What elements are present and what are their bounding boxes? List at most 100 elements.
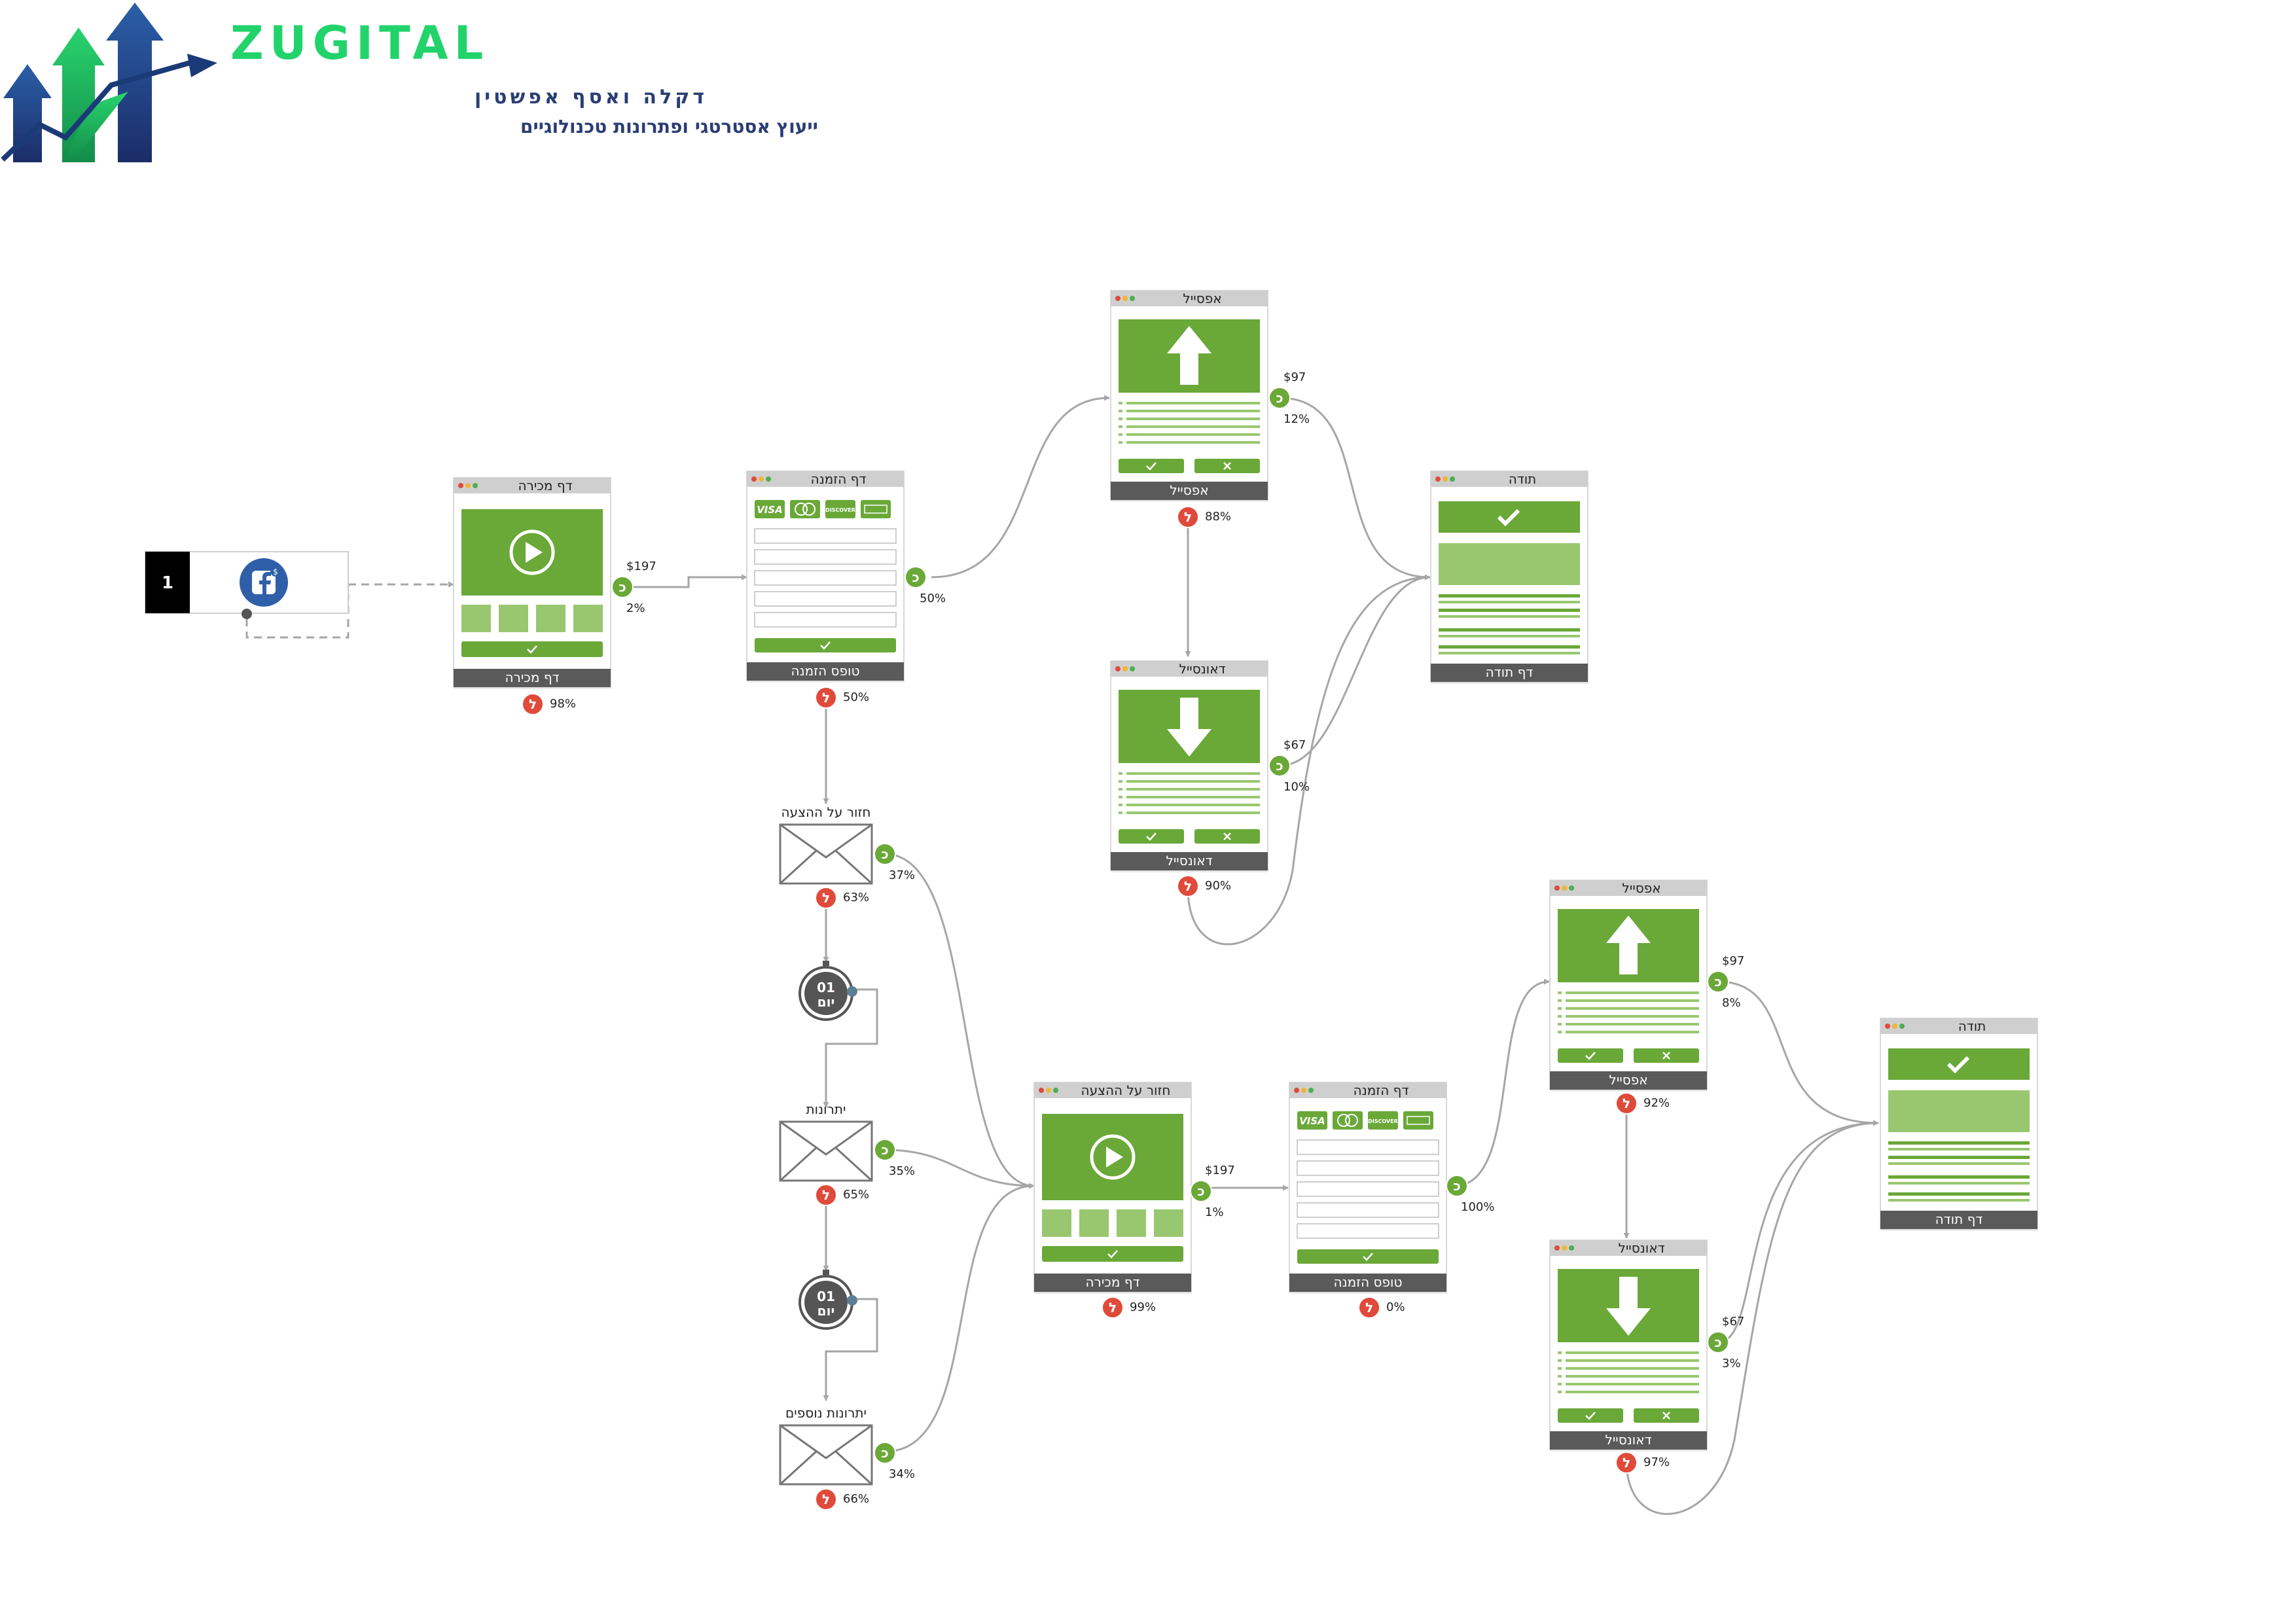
- yes-badge-icon[interactable]: [1268, 387, 1291, 409]
- yes-stat[interactable]: כ$978%: [1707, 954, 1744, 1010]
- yes-stat[interactable]: כ34%: [874, 1442, 915, 1481]
- no-badge-icon[interactable]: [1615, 1452, 1638, 1474]
- yes-badge-icon[interactable]: [611, 576, 634, 598]
- window-zoom-dot-icon: [1130, 296, 1135, 301]
- page-label: דאונסייל: [1166, 853, 1212, 868]
- connection-port-icon[interactable]: [847, 986, 857, 997]
- no-badge-icon[interactable]: [1177, 875, 1199, 897]
- email-node-email3[interactable]: יתרונות נוספים: [779, 1405, 873, 1486]
- window-zoom-dot-icon: [1130, 666, 1135, 671]
- yes-stat[interactable]: כ50%: [905, 566, 946, 605]
- page-title: דף הזמנה: [1354, 1082, 1409, 1098]
- yes-badge-icon[interactable]: [1268, 755, 1291, 777]
- page-title-bar: [1431, 471, 1588, 487]
- connection-port-icon[interactable]: [242, 609, 252, 619]
- page-title-bar: [1111, 291, 1268, 306]
- mastercard-icon: [790, 500, 820, 518]
- form-field: [1297, 1202, 1439, 1218]
- yes-stat[interactable]: כ$673%: [1707, 1315, 1744, 1370]
- yes-stat[interactable]: כ37%: [874, 843, 915, 882]
- email-node-email2[interactable]: יתרונות: [779, 1101, 873, 1182]
- traffic-source-node[interactable]: 1 $: [145, 551, 349, 619]
- yes-badge-icon[interactable]: [905, 566, 927, 588]
- no-badge-icon[interactable]: [815, 887, 837, 909]
- no-badge-icon[interactable]: [1358, 1296, 1380, 1319]
- yes-badge-icon[interactable]: [1707, 971, 1729, 993]
- yes-badge-icon[interactable]: [1446, 1175, 1468, 1197]
- close-icon: [1662, 1412, 1670, 1419]
- no-badge-icon[interactable]: [1615, 1092, 1638, 1115]
- text-line: [1439, 615, 1580, 618]
- yes-badge-icon[interactable]: [874, 1139, 896, 1161]
- text-line: [1126, 418, 1260, 420]
- page-label-bar: [1550, 1071, 1707, 1090]
- window-zoom-dot-icon: [473, 483, 478, 488]
- no-badge-icon[interactable]: [522, 693, 544, 715]
- page-label: דף תודה: [1486, 664, 1534, 680]
- window-close-dot-icon: [1554, 885, 1560, 891]
- page-label: טופס הזמנה: [1334, 1274, 1403, 1290]
- page-label: אפסייל: [1170, 482, 1208, 498]
- text-line: [1126, 804, 1260, 806]
- no-badge-icon[interactable]: [815, 687, 837, 709]
- close-icon: [1223, 462, 1231, 470]
- text-line: [1439, 594, 1580, 597]
- conversion-rate: 10%: [1283, 780, 1310, 794]
- image-tile: [1117, 1209, 1146, 1237]
- email-node-email1[interactable]: חזור על ההצעה: [779, 804, 873, 885]
- page-label-bar: [454, 669, 611, 687]
- step-number: 1: [162, 573, 173, 593]
- drop-rate: 63%: [843, 891, 869, 904]
- no-badge-icon[interactable]: [815, 1488, 837, 1510]
- connection-port-icon[interactable]: [847, 1295, 857, 1306]
- yes-badge-icon[interactable]: [874, 1442, 896, 1464]
- no-badge-letter: ל: [529, 696, 537, 712]
- text-line: [1888, 1199, 2030, 1202]
- no-badge-icon[interactable]: [815, 1184, 837, 1206]
- image-tile: [1042, 1209, 1071, 1237]
- no-badge-icon[interactable]: [1177, 506, 1199, 528]
- page-title-bar: [1289, 1082, 1446, 1098]
- text-line: [1566, 1383, 1699, 1385]
- yes-badge-icon[interactable]: [1707, 1331, 1729, 1353]
- page-title: דאונסייל: [1618, 1240, 1664, 1256]
- yes-badge-letter: כ: [912, 569, 919, 585]
- revenue-value: $197: [626, 560, 656, 573]
- window-minimize-dot-icon: [1122, 666, 1128, 671]
- no-badge-icon[interactable]: [1102, 1296, 1124, 1319]
- yes-badge-icon[interactable]: [1190, 1180, 1212, 1202]
- yes-badge-icon[interactable]: [874, 843, 896, 865]
- page-label-bar: [1111, 852, 1268, 870]
- no-badge-letter: ל: [822, 1187, 830, 1203]
- yes-stat[interactable]: כ35%: [874, 1139, 915, 1178]
- connector-order1-upsell1: [931, 395, 1110, 579]
